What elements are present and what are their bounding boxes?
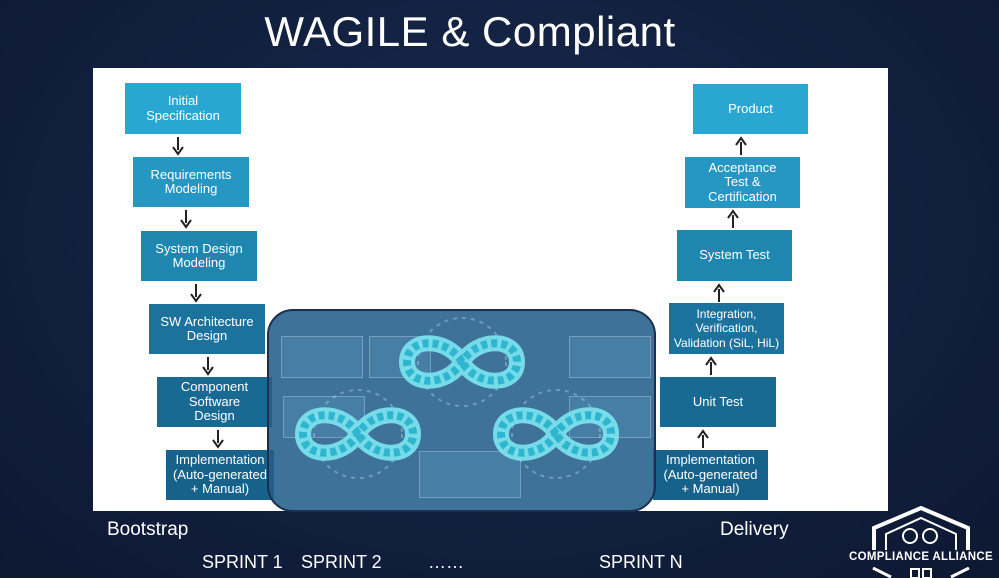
slide-title: WAGILE & Compliant — [264, 8, 676, 55]
right-implementation-box: Implementation (Auto-generated + Manual) — [653, 450, 768, 500]
sprint-2-label: SPRINT 2 — [301, 552, 382, 572]
up-arrow-icon — [705, 356, 717, 375]
down-arrow-icon — [212, 430, 224, 449]
sprint-1-label: SPRINT 1 — [202, 552, 283, 572]
left-implementation-box: Implementation (Auto-generated + Manual) — [166, 450, 274, 500]
down-arrow-icon — [172, 137, 184, 156]
up-arrow-icon — [713, 283, 725, 302]
product-box: Product — [693, 84, 808, 134]
integration-verification-validation-box: Integration, Verification, Validation (S… — [669, 303, 784, 354]
logo-text: COMPLIANCE ALLIANCE — [849, 551, 993, 563]
system-test-box: System Test — [677, 230, 792, 281]
house-icon — [872, 506, 970, 550]
up-arrow-icon — [697, 429, 709, 448]
up-arrow-icon — [727, 209, 739, 228]
down-arrow-icon — [180, 210, 192, 229]
delivery-label: Delivery — [720, 519, 789, 540]
infinity-loop-icon — [492, 389, 620, 479]
acceptance-test-certification-box: Acceptance Test & Certification — [685, 157, 800, 208]
logo-base-icon — [872, 567, 970, 578]
up-arrow-icon — [735, 136, 747, 155]
ghost-box — [569, 336, 651, 378]
sw-architecture-design-box: SW Architecture Design — [149, 304, 265, 354]
component-software-design-box: Component Software Design — [157, 377, 272, 427]
down-arrow-icon — [190, 284, 202, 303]
down-arrow-icon — [202, 357, 214, 376]
infinity-loop-icon — [398, 317, 526, 407]
unit-test-box: Unit Test — [660, 377, 776, 427]
initial-specification-box: Initial Specification — [125, 83, 241, 134]
ghost-box — [419, 451, 521, 498]
infinity-loop-icon — [294, 389, 422, 479]
compliance-alliance-logo: COMPLIANCE ALLIANCE — [846, 506, 996, 578]
system-design-modeling-box: System Design Modeling — [141, 231, 257, 281]
sprint-n-label: SPRINT N — [599, 552, 683, 572]
bootstrap-label: Bootstrap — [107, 519, 189, 540]
sprint-ellipsis-label: …… — [428, 552, 464, 572]
sprint-loop-overlay — [267, 309, 656, 512]
ghost-box — [281, 336, 363, 378]
requirements-modeling-box: Requirements Modeling — [133, 157, 249, 207]
